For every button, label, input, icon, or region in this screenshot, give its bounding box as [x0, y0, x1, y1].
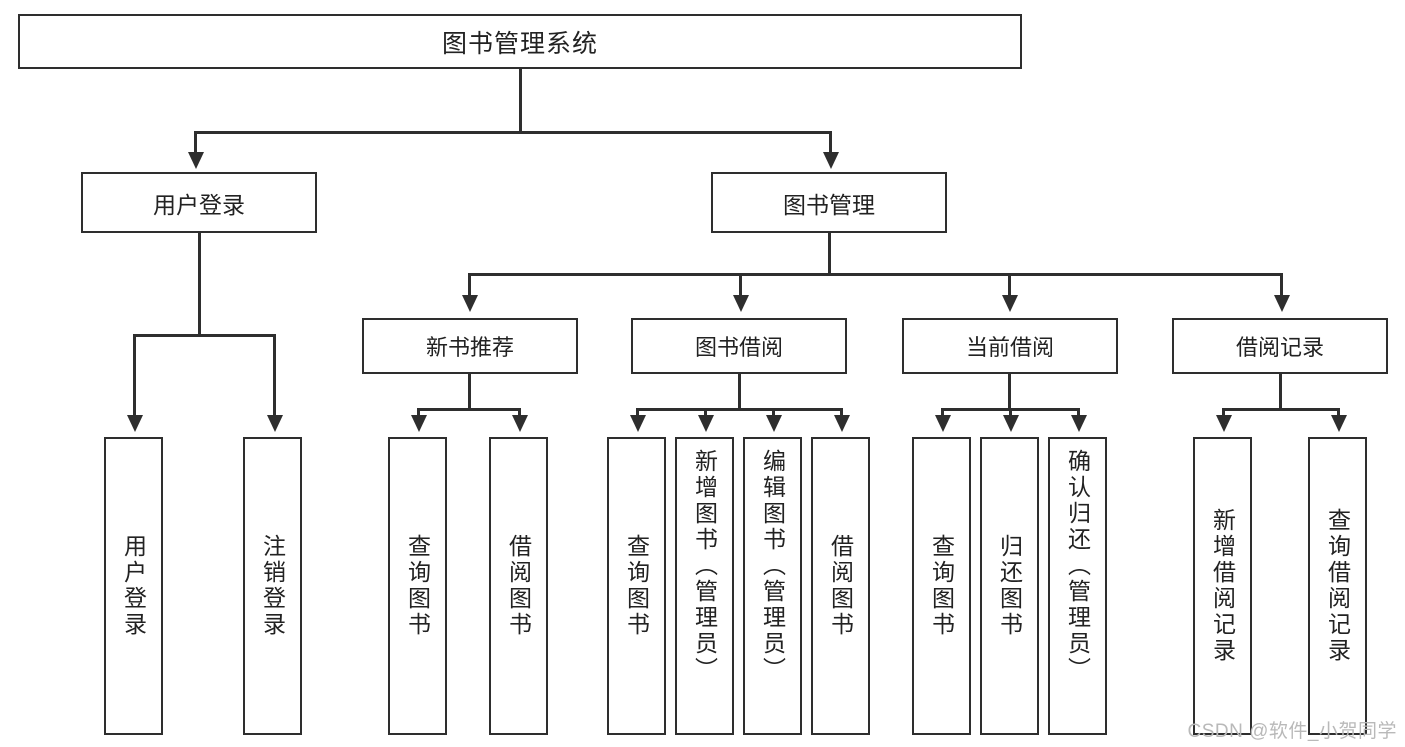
arrow-bm-to-current-borrow [1002, 295, 1018, 312]
node-borrow-record[interactable]: 借阅记录 [1172, 318, 1388, 374]
node-label: 用户登录 [120, 534, 147, 638]
node-leaf-add-record[interactable]: 新增借阅记录 [1193, 437, 1252, 735]
node-new-book-recommend[interactable]: 新书推荐 [362, 318, 578, 374]
arrow-bm-to-borrow-record [1274, 295, 1290, 312]
connector-user-login-to-leaf-2 [273, 334, 276, 418]
node-label: 图书管理系统 [441, 29, 598, 58]
connector-bb-bus [636, 408, 842, 411]
arrow-nbr-to-leaf-1 [411, 415, 427, 432]
node-label: 图书管理 [783, 191, 875, 218]
arrow-root-to-book-management [823, 152, 839, 169]
node-label: 查询借阅记录 [1324, 508, 1351, 664]
arrow-user-login-to-leaf-2 [267, 415, 283, 432]
node-label: 借阅记录 [1235, 335, 1324, 360]
node-leaf-borrow-book-1[interactable]: 借阅图书 [489, 437, 548, 735]
node-current-borrow[interactable]: 当前借阅 [902, 318, 1118, 374]
node-label: 查询图书 [404, 534, 431, 638]
connector-root-stem [519, 69, 522, 131]
connector-bb-to-leaf-4 [840, 408, 843, 418]
csdn-watermark: CSDN @软件_小贺同学 [1187, 721, 1397, 742]
node-leaf-query-book-3[interactable]: 查询图书 [912, 437, 971, 735]
connector-root-bus [194, 131, 832, 134]
connector-bm-to-new-book-recommend [468, 273, 471, 298]
node-leaf-confirm-return[interactable]: 确认归还（管理员） [1048, 437, 1107, 735]
node-label: 借阅图书 [827, 534, 854, 638]
connector-root-to-user-login [194, 131, 197, 156]
connector-book-management-bus [468, 273, 1283, 276]
arrow-nbr-to-leaf-2 [512, 415, 528, 432]
node-label: 借阅图书 [505, 534, 532, 638]
arrow-cb-to-leaf-1 [935, 415, 951, 432]
node-book-management[interactable]: 图书管理 [711, 172, 947, 233]
node-label: 图书借阅 [694, 335, 783, 360]
arrow-bm-to-new-book-recommend [462, 295, 478, 312]
node-label: 新增图书（管理员） [691, 449, 718, 683]
connector-nbr-bus [417, 408, 521, 411]
connector-cb-to-leaf-1 [941, 408, 944, 418]
connector-bm-to-book-borrow [739, 273, 742, 298]
arrow-bb-to-leaf-3 [766, 415, 782, 432]
connector-nbr-to-leaf-2 [518, 408, 521, 418]
node-leaf-return-book[interactable]: 归还图书 [980, 437, 1039, 735]
arrow-bb-to-leaf-1 [630, 415, 646, 432]
connector-br-to-leaf-1 [1222, 408, 1225, 418]
node-label: 新增借阅记录 [1209, 508, 1236, 664]
arrow-bm-to-book-borrow [733, 295, 749, 312]
connector-root-to-book-management [829, 131, 832, 156]
node-user-login[interactable]: 用户登录 [81, 172, 317, 233]
connector-br-stem [1279, 374, 1282, 408]
node-leaf-query-book-1[interactable]: 查询图书 [388, 437, 447, 735]
node-leaf-query-book-2[interactable]: 查询图书 [607, 437, 666, 735]
node-label: 编辑图书（管理员） [759, 449, 786, 683]
connector-bm-to-current-borrow [1008, 273, 1011, 298]
node-leaf-user-login[interactable]: 用户登录 [104, 437, 163, 735]
connector-cb-to-leaf-3 [1077, 408, 1080, 418]
arrow-cb-to-leaf-2 [1003, 415, 1019, 432]
arrow-root-to-user-login [188, 152, 204, 169]
node-leaf-edit-book[interactable]: 编辑图书（管理员） [743, 437, 802, 735]
connector-br-to-leaf-2 [1337, 408, 1340, 418]
node-leaf-borrow-book-2[interactable]: 借阅图书 [811, 437, 870, 735]
connector-user-login-stem [198, 233, 201, 334]
arrow-br-to-leaf-2 [1331, 415, 1347, 432]
node-label: 新书推荐 [425, 335, 514, 360]
node-label: 查询图书 [928, 534, 955, 638]
node-label: 查询图书 [623, 534, 650, 638]
arrow-br-to-leaf-1 [1216, 415, 1232, 432]
connector-book-management-stem [828, 233, 831, 273]
node-label: 归还图书 [996, 534, 1023, 638]
connector-cb-stem [1008, 374, 1011, 408]
node-leaf-query-record[interactable]: 查询借阅记录 [1308, 437, 1367, 735]
connector-bb-to-leaf-1 [636, 408, 639, 418]
arrow-bb-to-leaf-4 [834, 415, 850, 432]
connector-user-login-to-leaf-1 [133, 334, 136, 418]
connector-bb-to-leaf-2 [704, 408, 707, 418]
connector-nbr-stem [468, 374, 471, 408]
arrow-user-login-to-leaf-1 [127, 415, 143, 432]
connector-bb-stem [738, 374, 741, 408]
connector-user-login-bus [133, 334, 276, 337]
node-label: 当前借阅 [965, 335, 1054, 360]
connector-bb-to-leaf-3 [772, 408, 775, 418]
node-book-borrow[interactable]: 图书借阅 [631, 318, 847, 374]
node-leaf-add-book[interactable]: 新增图书（管理员） [675, 437, 734, 735]
arrow-cb-to-leaf-3 [1071, 415, 1087, 432]
connector-nbr-to-leaf-1 [417, 408, 420, 418]
node-label: 注销登录 [259, 534, 286, 638]
connector-bm-to-borrow-record [1280, 273, 1283, 298]
connector-cb-to-leaf-2 [1009, 408, 1012, 418]
node-leaf-user-logout[interactable]: 注销登录 [243, 437, 302, 735]
node-label: 用户登录 [153, 191, 245, 218]
node-label: 确认归还（管理员） [1064, 449, 1091, 683]
arrow-bb-to-leaf-2 [698, 415, 714, 432]
connector-br-bus [1222, 408, 1339, 411]
node-root-book-management-system[interactable]: 图书管理系统 [18, 14, 1022, 69]
